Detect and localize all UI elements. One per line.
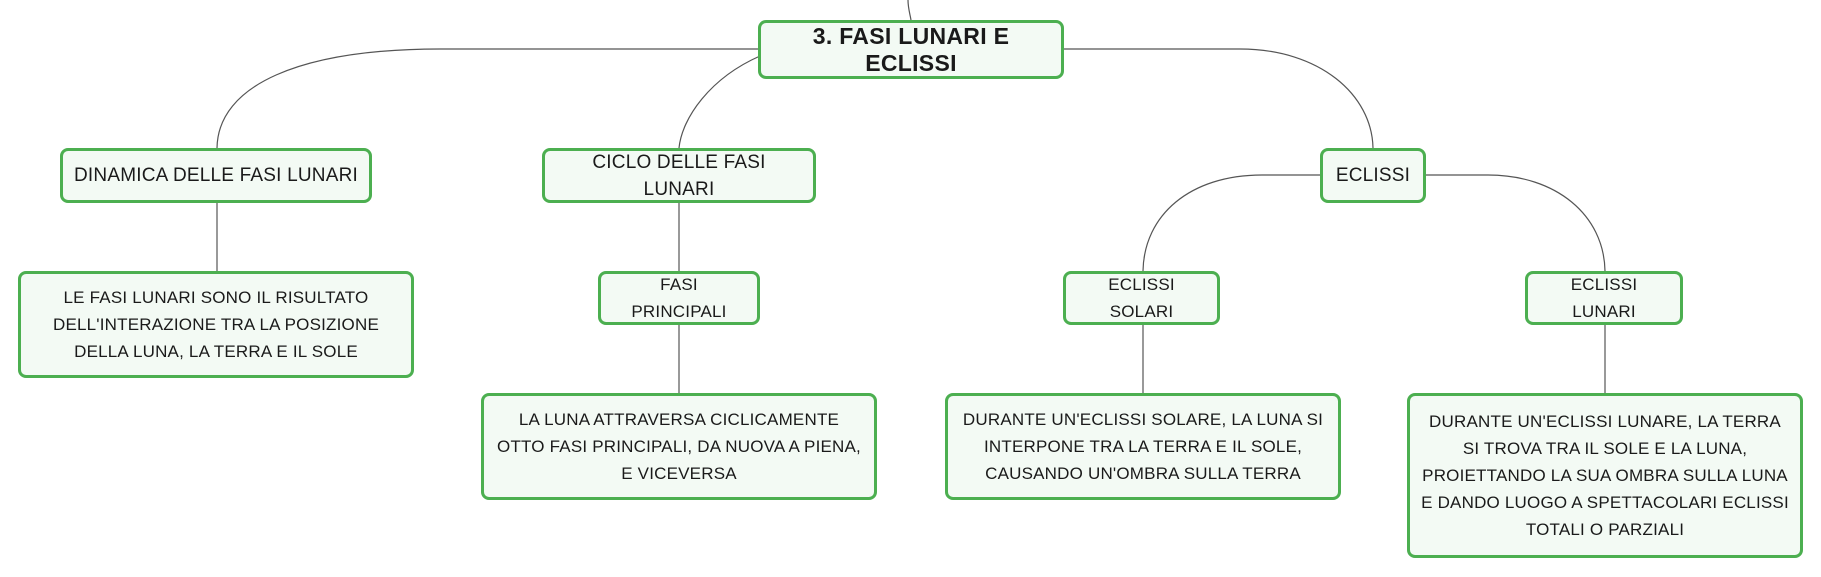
node-label: ECLISSI <box>1335 165 1411 186</box>
node-eclissi[interactable]: ECLISSI <box>1320 148 1426 203</box>
node-label: DURANTE UN'ECLISSI LUNARE, LA TERRA SI T… <box>1421 412 1789 539</box>
node-label: ECLISSI LUNARI <box>1570 275 1638 321</box>
node-eclissi-solari[interactable]: ECLISSI SOLARI <box>1063 271 1220 325</box>
node-eclissi-lunari[interactable]: ECLISSI LUNARI <box>1525 271 1683 325</box>
root-node-label: 3. FASI LUNARI E ECLISSI <box>812 22 1010 76</box>
node-eclissi-solari-desc[interactable]: DURANTE UN'ECLISSI SOLARE, LA LUNA SI IN… <box>945 393 1341 500</box>
node-fasi-principali[interactable]: FASI PRINCIPALI <box>598 271 760 325</box>
connector-parent-root <box>907 0 912 21</box>
node-label: DURANTE UN'ECLISSI SOLARE, LA LUNA SI IN… <box>962 410 1324 483</box>
connector-root-eclissi <box>1062 48 1374 149</box>
node-eclissi-lunari-desc[interactable]: DURANTE UN'ECLISSI LUNARE, LA TERRA SI T… <box>1407 393 1803 558</box>
node-fasi-principali-desc[interactable]: LA LUNA ATTRAVERSA CICLICAMENTE OTTO FAS… <box>481 393 877 500</box>
root-node[interactable]: 3. FASI LUNARI E ECLISSI <box>758 20 1064 79</box>
node-label: LA LUNA ATTRAVERSA CICLICAMENTE OTTO FAS… <box>497 410 861 483</box>
node-label: ECLISSI SOLARI <box>1108 275 1175 321</box>
node-label: DINAMICA DELLE FASI LUNARI <box>74 165 358 186</box>
connector-root-dinamica <box>216 48 760 149</box>
node-label: CICLO DELLE FASI LUNARI <box>592 151 766 200</box>
connector-eclissi-lunari <box>1426 174 1606 272</box>
node-ciclo-fasi-lunari[interactable]: CICLO DELLE FASI LUNARI <box>542 148 816 203</box>
node-label: LE FASI LUNARI SONO IL RISULTATO DELL'IN… <box>52 288 379 361</box>
connector-root-ciclo <box>678 55 761 149</box>
node-dinamica-fasi-lunari[interactable]: DINAMICA DELLE FASI LUNARI <box>60 148 372 203</box>
connector-eclissi-solari <box>1142 174 1320 272</box>
node-dinamica-desc[interactable]: LE FASI LUNARI SONO IL RISULTATO DELL'IN… <box>18 271 414 378</box>
node-label: FASI PRINCIPALI <box>631 275 727 321</box>
